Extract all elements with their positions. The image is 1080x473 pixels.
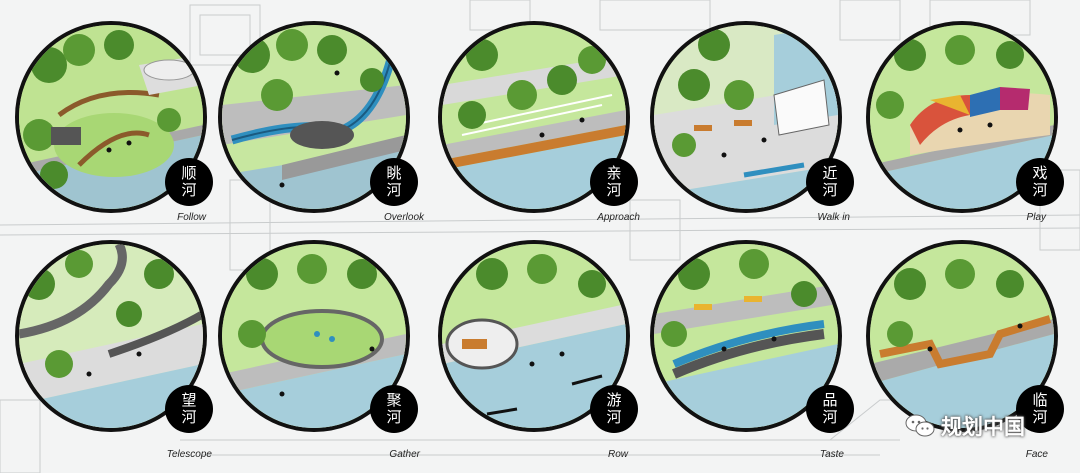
badge-play: 戏 河 — [1016, 158, 1064, 206]
badge-char-2: 河 — [822, 408, 838, 426]
badge-overlook: 眺 河 — [370, 158, 418, 206]
vignette-walk-in — [650, 21, 842, 213]
vignette-telescope — [15, 240, 207, 432]
badge-char-2: 河 — [606, 408, 622, 426]
badge-telescope: 望 河 — [165, 385, 213, 433]
badge-char-1: 聚 — [386, 391, 402, 409]
gather-illustration — [222, 244, 406, 428]
badge-row: 游 河 — [590, 385, 638, 433]
caption-overlook: Overlook — [383, 212, 424, 223]
badge-char-2: 河 — [181, 408, 197, 426]
badge-char-2: 河 — [1032, 181, 1048, 199]
badge-char-1: 戏 — [1032, 164, 1048, 182]
badge-taste: 品 河 — [806, 385, 854, 433]
caption-approach: Approach — [597, 212, 640, 223]
walk-in-illustration — [654, 25, 838, 209]
watermark: 规划中国 — [905, 411, 1025, 441]
vignette-play — [866, 21, 1058, 213]
badge-char-1: 望 — [181, 391, 197, 409]
watermark-text: 规划中国 — [941, 415, 1025, 439]
vignette-taste — [650, 240, 842, 432]
badge-char-1: 近 — [822, 164, 838, 182]
caption-walk-in: Walk in — [817, 212, 850, 223]
row-illustration — [442, 244, 626, 428]
caption-telescope: Telescope — [166, 449, 212, 460]
caption-gather: Gather — [389, 449, 420, 460]
badge-char-2: 河 — [606, 181, 622, 199]
badge-approach: 亲 河 — [590, 158, 638, 206]
badge-walk-in: 近 河 — [806, 158, 854, 206]
badge-gather: 聚 河 — [370, 385, 418, 433]
badge-face: 临 河 — [1016, 385, 1064, 433]
telescope-illustration — [19, 244, 203, 428]
badge-char-1: 游 — [606, 391, 622, 409]
badge-char-2: 河 — [181, 181, 197, 199]
badge-char-2: 河 — [386, 408, 402, 426]
badge-char-2: 河 — [822, 181, 838, 199]
taste-illustration — [654, 244, 838, 428]
badge-follow: 顺 河 — [165, 158, 213, 206]
caption-follow: Follow — [177, 212, 206, 223]
caption-taste: Taste — [819, 449, 844, 460]
caption-face: Face — [1025, 449, 1048, 460]
badge-char-1: 顺 — [181, 164, 197, 182]
caption-play: Play — [1026, 212, 1046, 223]
badge-char-1: 品 — [822, 391, 838, 409]
badge-char-1: 临 — [1032, 391, 1048, 409]
caption-row: Row — [607, 449, 628, 460]
badge-char-1: 眺 — [386, 164, 402, 182]
badge-char-2: 河 — [386, 181, 402, 199]
badge-char-2: 河 — [1032, 408, 1048, 426]
badge-char-1: 亲 — [606, 164, 622, 182]
wechat-icon — [905, 414, 935, 437]
play-illustration — [870, 25, 1054, 209]
